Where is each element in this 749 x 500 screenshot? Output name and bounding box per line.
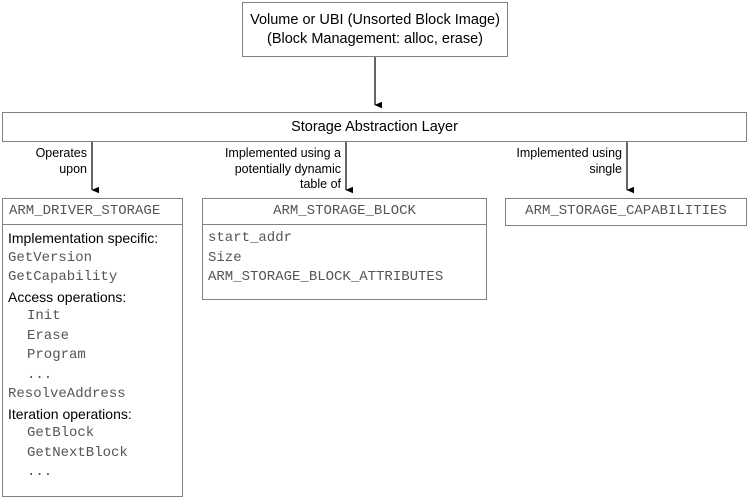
edge-label-line: potentially dynamic <box>234 161 341 176</box>
storage-abstraction-layer-box: Storage Abstraction Layer <box>2 112 747 142</box>
class-member-row: ... <box>27 366 53 383</box>
class-member-row: Size <box>208 249 242 266</box>
class-member-row: Implementation specific: <box>8 230 159 246</box>
volume-ubi-line-1: Volume or UBI (Unsorted Block Image) <box>250 11 500 28</box>
edge-label-implemented-single: Implemented using single <box>440 146 622 177</box>
class-member-row: Access operations: <box>8 288 127 305</box>
class-member-row: Program <box>27 347 86 363</box>
edge-label-line: Implemented using <box>516 146 622 160</box>
class-member-row: GetVersion <box>8 249 93 266</box>
edge-label-operates-upon: Operates upon <box>0 146 87 177</box>
volume-ubi-box: Volume or UBI (Unsorted Block Image) (Bl… <box>242 2 508 57</box>
class-member-row: ARM_STORAGE_BLOCK_ATTRIBUTES <box>208 269 444 285</box>
class-member-row: ... <box>27 464 53 480</box>
edge-label-line: single <box>589 161 622 176</box>
edge-label-line: table of <box>299 177 341 191</box>
arm-storage-block-header: ARM_STORAGE_BLOCK <box>203 199 486 225</box>
volume-ubi-line-2: (Block Management: alloc, erase) <box>267 30 483 47</box>
class-member-row: start_addr <box>208 230 293 246</box>
arm-driver-storage-box: ARM_DRIVER_STORAGE Implementation specif… <box>2 198 183 497</box>
arm-driver-storage-header: ARM_DRIVER_STORAGE <box>3 199 182 225</box>
class-member-row: Init <box>27 308 61 324</box>
class-member-row: Erase <box>27 327 70 344</box>
edge-label-line: Operates <box>35 146 87 160</box>
class-member-row: GetBlock <box>27 425 95 441</box>
edge-label-implemented-table: Implemented using a potentially dynamic … <box>170 146 341 193</box>
arm-storage-capabilities-header: ARM_STORAGE_CAPABILITIES <box>525 203 727 219</box>
storage-abstraction-layer-title: Storage Abstraction Layer <box>291 119 458 135</box>
edge-label-line: upon <box>59 161 87 176</box>
class-member-row: Iteration operations: <box>8 405 132 422</box>
class-member-row: GetCapability <box>8 269 118 285</box>
class-member-row: GetNextBlock <box>27 444 128 461</box>
arm-storage-capabilities-box: ARM_STORAGE_CAPABILITIES <box>505 198 747 226</box>
edge-label-line: Implemented using a <box>224 146 341 160</box>
class-member-row: ResolveAddress <box>8 386 126 402</box>
